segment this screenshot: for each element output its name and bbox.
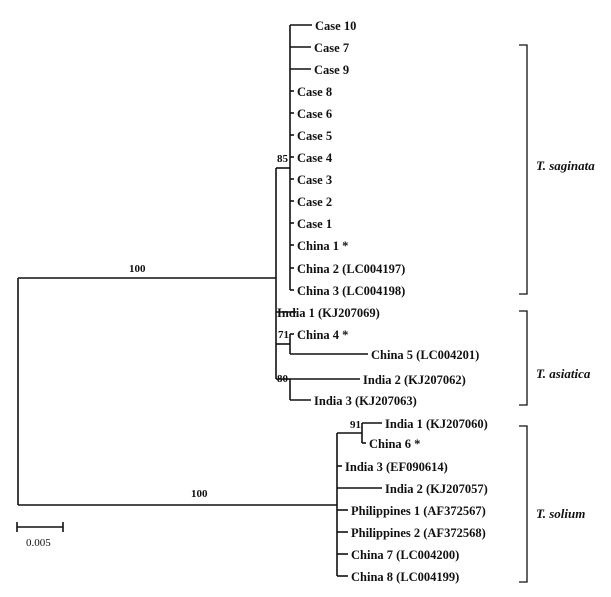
taxon-india1-asiatica: India 1 (KJ207069) [277,306,380,320]
saginata-bracket [519,44,528,295]
taxon-case4: Case 4 [297,151,333,165]
clade-label-saginata: T. saginata [536,158,595,173]
taxon-india3-solium: India 3 (EF090614) [345,460,448,474]
taxon-china7: China 7 (LC004200) [351,548,459,562]
taxon-china4: China 4 * [297,328,348,342]
taxon-case8: Case 8 [297,85,332,99]
asiatica-bracket [519,310,528,406]
taxon-china5: China 5 (LC004201) [371,348,479,362]
bootstrap-india23: 80 [277,373,289,385]
taxon-case1: Case 1 [297,217,332,231]
bootstrap-root-lower: 100 [191,488,208,500]
taxon-india2-asiatica: India 2 (KJ207062) [363,373,466,387]
taxon-china8: China 8 (LC004199) [351,570,459,584]
clade-label-solium: T. solium [536,506,585,521]
bootstrap-root-upper: 100 [129,263,146,275]
solium-bracket [519,425,528,583]
bootstrap-solium-inner: 91 [350,419,361,431]
scale-bar-label: 0.005 [26,537,51,549]
bootstrap-china4: 71 [278,329,289,341]
taxon-philippines2: Philippines 2 (AF372568) [351,526,486,540]
taxon-case9: Case 9 [314,63,349,77]
taxon-case6: Case 6 [297,107,332,121]
taxon-china6: China 6 * [369,437,420,451]
taxon-case3: Case 3 [297,173,332,187]
clade-label-asiatica: T. asiatica [536,366,591,381]
taxon-case10: Case 10 [315,19,356,33]
taxon-india2-solium: India 2 (KJ207057) [385,482,488,496]
taxon-case2: Case 2 [297,195,332,209]
taxon-case7: Case 7 [314,41,349,55]
taxon-case5: Case 5 [297,129,332,143]
taxon-china3: China 3 (LC004198) [297,284,405,298]
taxon-china1: China 1 * [297,239,348,253]
bootstrap-saginata: 85 [277,153,289,165]
taxon-china2: China 2 (LC004197) [297,262,405,276]
taxon-philippines1: Philippines 1 (AF372567) [351,504,486,518]
taxon-india3-asiatica: India 3 (KJ207063) [314,394,417,408]
taxon-india1-solium: India 1 (KJ207060) [385,417,488,431]
